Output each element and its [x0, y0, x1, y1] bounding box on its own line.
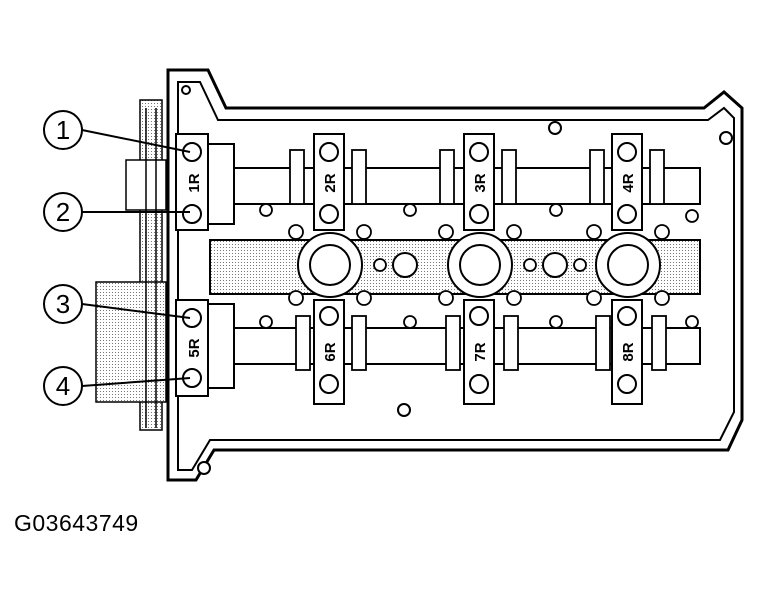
- cam-lobe: [649, 149, 665, 205]
- cam-lobe: [351, 315, 367, 371]
- mounting-bolt: [573, 258, 587, 272]
- sprocket-hub-lower: [95, 281, 167, 403]
- left-bosses: [207, 143, 235, 389]
- cap-bolt: [469, 142, 489, 162]
- cap-bolt: [469, 374, 489, 394]
- mounting-bolt: [356, 224, 372, 240]
- mounting-bolt: [288, 290, 304, 306]
- spark-plug-wells: [297, 232, 661, 298]
- mounting-bolt: [586, 224, 602, 240]
- cap-bolt: [319, 306, 339, 326]
- mounting-bolt: [654, 224, 670, 240]
- spark-plug-well-inner: [459, 244, 501, 286]
- bearing-cap-label: 4R: [620, 173, 637, 192]
- head-bolt-hole: [181, 85, 191, 95]
- timing-sprocket: [95, 99, 167, 431]
- mounting-bolt: [438, 290, 454, 306]
- bearing-cap-label: 5R: [186, 338, 203, 357]
- callouts: 1 2 3 4: [43, 110, 191, 406]
- cam-lobe: [289, 149, 305, 205]
- cap-bolt: [617, 306, 637, 326]
- mounting-bolt: [403, 315, 417, 329]
- mounting-bolt: [685, 209, 699, 223]
- spark-plug-well-inner: [309, 244, 351, 286]
- mounting-bolt: [356, 290, 372, 306]
- callout-circle-3: [43, 284, 83, 324]
- mounting-bolt: [506, 224, 522, 240]
- callout-4-label: 4: [56, 371, 70, 401]
- bearing-cap-1R: 1R: [175, 133, 209, 231]
- bearing-cap-label: 2R: [322, 173, 339, 192]
- spark-plug-well-inner: [607, 244, 649, 286]
- cap-bolt: [469, 306, 489, 326]
- mounting-bolt: [549, 203, 563, 217]
- boss-lower: [207, 303, 235, 389]
- head-bolt-hole: [397, 403, 411, 417]
- callout-3-label: 3: [56, 289, 70, 319]
- cap-bolt: [617, 142, 637, 162]
- head-bolt-hole: [197, 461, 211, 475]
- mounting-bolt: [438, 224, 454, 240]
- callout-2-label: 2: [56, 197, 70, 227]
- cap-bolt: [182, 142, 202, 162]
- cap-bolt: [182, 204, 202, 224]
- cam-lobe: [351, 149, 367, 205]
- cam-lobe: [595, 315, 611, 371]
- mounting-bolt: [654, 290, 670, 306]
- callout-leader-1: [81, 129, 191, 153]
- head-bolt-hole: [719, 131, 733, 145]
- cam-lobe: [651, 315, 667, 371]
- bearing-cap-7R: 7R: [463, 299, 495, 405]
- boss-upper: [207, 143, 235, 225]
- cap-bolt: [319, 142, 339, 162]
- bearing-cap-6R: 6R: [313, 299, 345, 405]
- mounting-bolt: [685, 315, 699, 329]
- cam-lobe: [589, 149, 605, 205]
- bearing-cap-5R: 5R: [175, 299, 209, 397]
- mounting-bolt: [586, 290, 602, 306]
- cap-bolt: [469, 204, 489, 224]
- cap-bolt: [617, 374, 637, 394]
- mounting-bolt: [373, 258, 387, 272]
- callout-leader-3: [81, 303, 191, 319]
- callout-circle-1: [43, 110, 83, 150]
- cylinder-head-inner-outline: [177, 81, 735, 471]
- bearing-cap-8R: 8R: [611, 299, 643, 405]
- cam-lobe: [295, 315, 311, 371]
- cap-bolt: [617, 204, 637, 224]
- bearing-cap-label: 3R: [472, 173, 489, 192]
- figure-id: G03643749: [14, 510, 139, 536]
- callout-leader-4: [81, 377, 191, 387]
- cam-lobe: [445, 315, 461, 371]
- mounting-bolt: [259, 203, 273, 217]
- center-bolt: [392, 252, 418, 278]
- cam-lobe: [501, 149, 517, 205]
- bearing-cap-4R: 4R: [611, 133, 643, 231]
- cap-bolt: [319, 374, 339, 394]
- bearing-cap-3R: 3R: [463, 133, 495, 231]
- cam-lobes: [289, 149, 667, 371]
- bearing-cap-label: 7R: [472, 342, 489, 361]
- bearing-cap-label: 6R: [322, 342, 339, 361]
- mounting-bolt: [403, 203, 417, 217]
- callout-1-label: 1: [56, 115, 70, 145]
- center-bolt: [542, 252, 568, 278]
- cap-bolt: [319, 204, 339, 224]
- mounting-bolt: [288, 224, 304, 240]
- mounting-bolts: [259, 203, 699, 329]
- callout-circle-4: [43, 366, 83, 406]
- bearing-cap-2R: 2R: [313, 133, 345, 231]
- cam-lobe: [503, 315, 519, 371]
- callout-circle-2: [43, 192, 83, 232]
- cam-lobe: [439, 149, 455, 205]
- mounting-bolt: [549, 315, 563, 329]
- head-bolt-hole: [548, 121, 562, 135]
- mounting-bolt: [506, 290, 522, 306]
- bearing-cap-label: 8R: [620, 342, 637, 361]
- mounting-bolt: [523, 258, 537, 272]
- bearing-cap-label: 1R: [186, 173, 203, 192]
- mounting-bolt: [259, 315, 273, 329]
